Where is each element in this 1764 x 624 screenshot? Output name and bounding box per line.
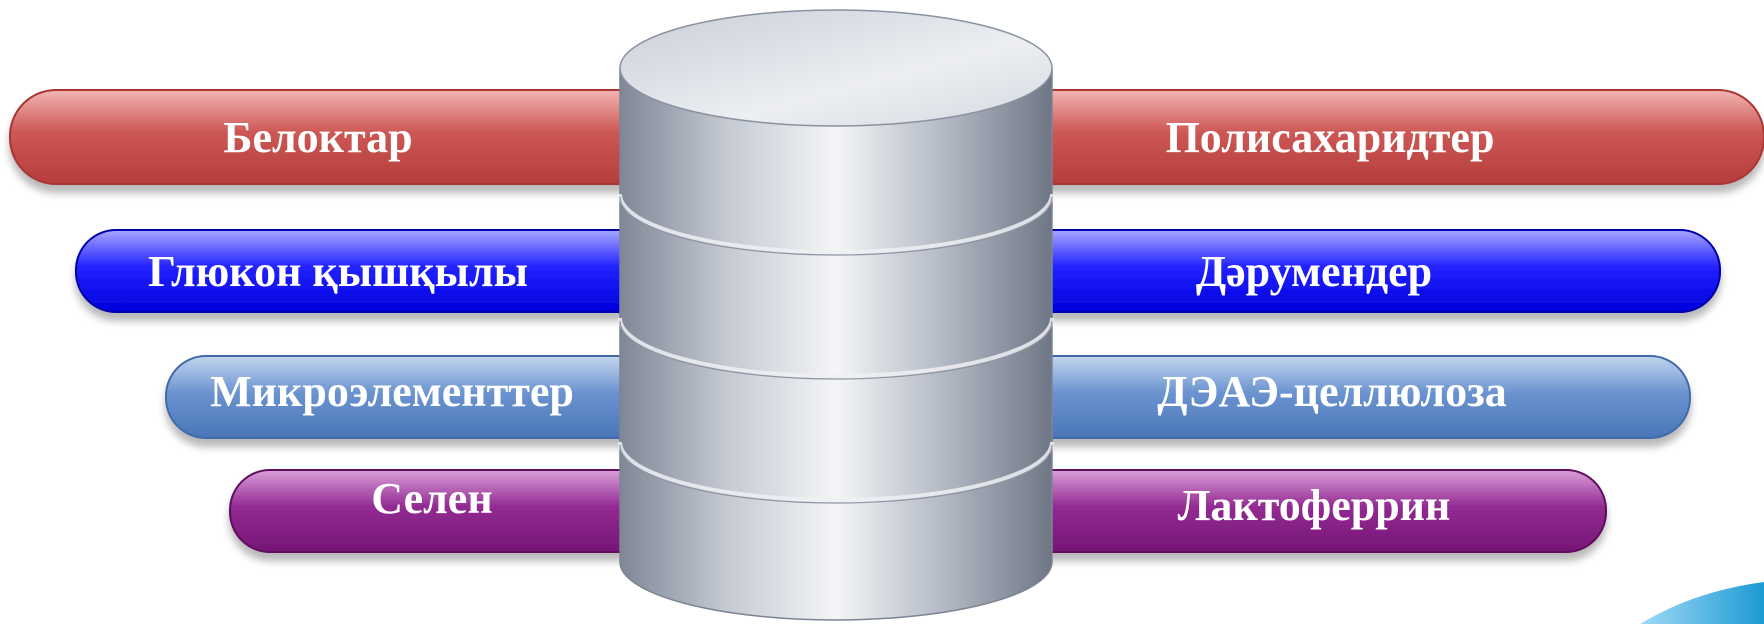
left-label-3: Микроэлементтер [210,367,574,416]
corner-accent-swoosh [1640,582,1764,624]
cylinder-segment-lines [618,193,1054,504]
database-cylinder [618,9,1054,621]
cylinder-body [619,67,1053,621]
left-label-2: Глюкон қышқылы [148,247,528,296]
right-label-3: ДЭАЭ-целлюлоза [1157,367,1507,416]
cylinder-top [619,9,1053,127]
right-label-2: Дәрумендер [1196,247,1432,296]
left-label-1: Белоктар [223,113,412,162]
right-label-4: Лактоферрин [1178,481,1451,530]
left-label-4: Селен [371,474,492,523]
pill-labels: Белоктар Глюкон қышқылы Микроэлементтер … [148,113,1507,530]
right-label-1: Полисахаридтер [1166,113,1495,162]
